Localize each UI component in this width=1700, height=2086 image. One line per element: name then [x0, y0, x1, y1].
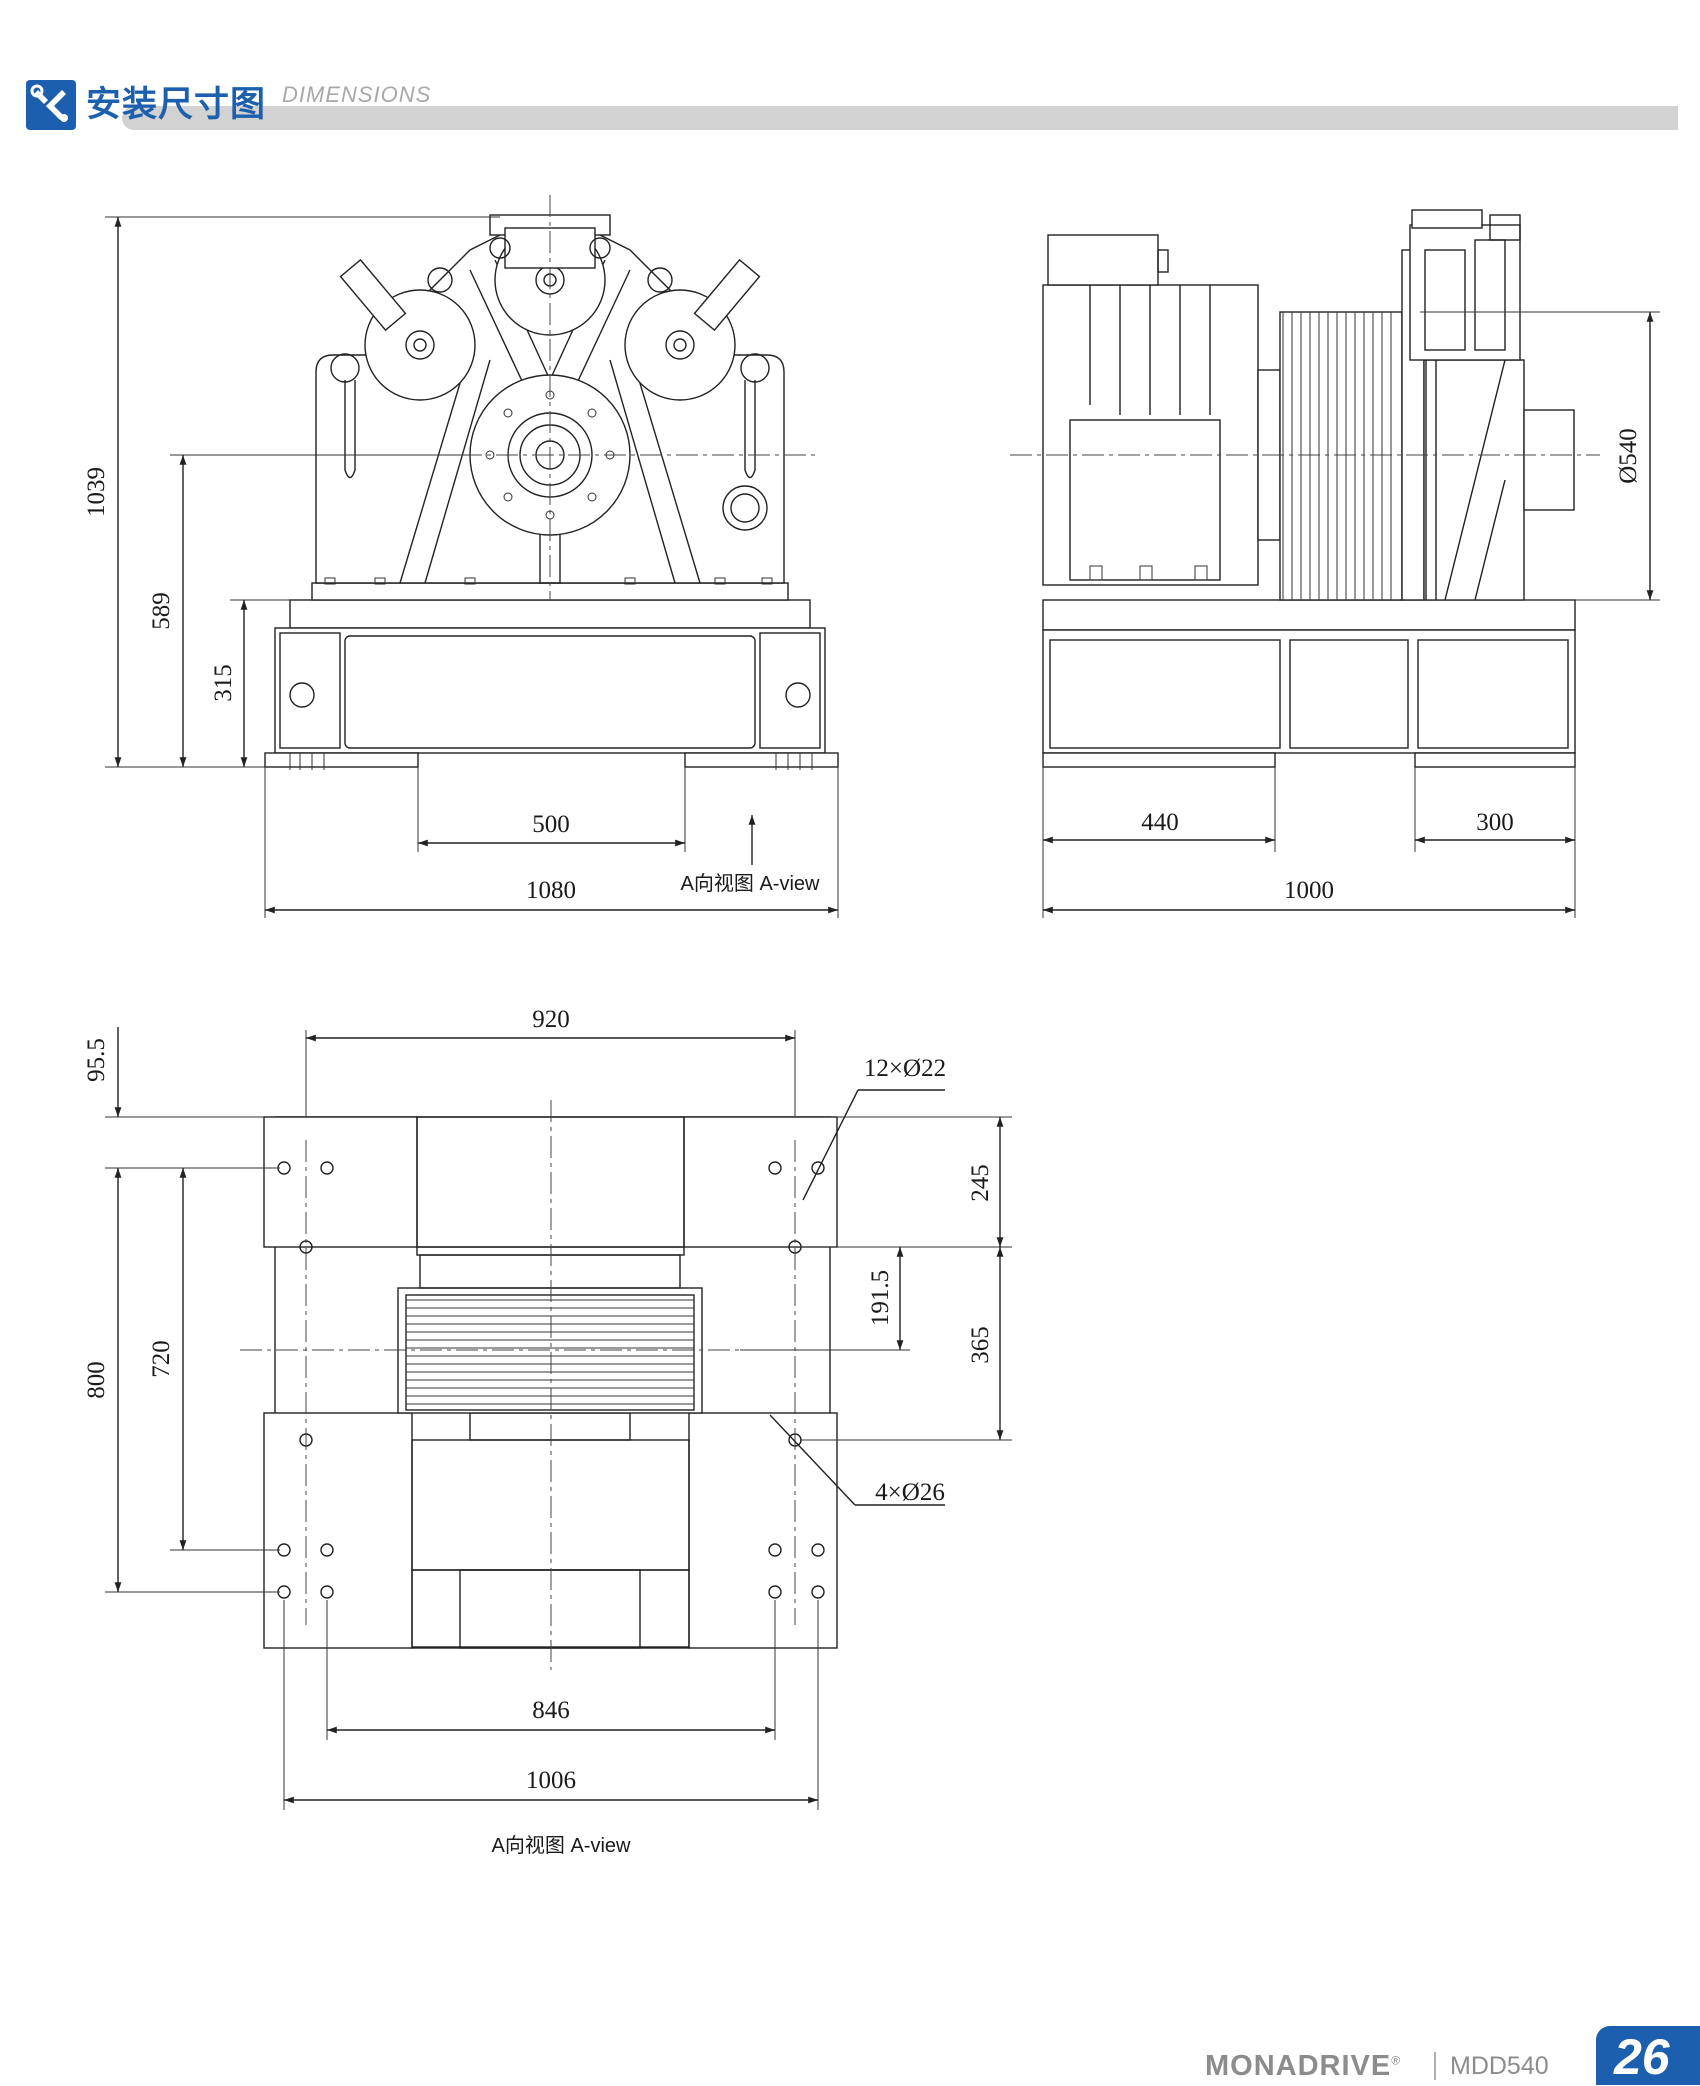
dim-plan-mid: 191.5: [867, 1270, 894, 1326]
dim-front-height-total: 1039: [83, 467, 110, 517]
page-number-badge: 26: [1596, 2026, 1700, 2085]
footer-divider: [1434, 2052, 1436, 2080]
dim-sheave-diameter: Ø540: [1615, 428, 1642, 484]
dim-side-total: 1000: [1284, 877, 1334, 904]
side-view: Ø540 440 300 1000: [1010, 209, 1660, 918]
model-name: MDD540: [1450, 2052, 1549, 2080]
dim-front-width-total: 1080: [526, 877, 576, 904]
page-title: 安装尺寸图: [86, 85, 267, 125]
registered-mark: ®: [1391, 2053, 1402, 2068]
dim-plan-right-upper: 245: [967, 1164, 994, 1202]
dim-plan-right-lower: 365: [967, 1326, 994, 1364]
dim-front-height-axis: 589: [148, 592, 175, 630]
dim-plan-bottom-inner: 846: [532, 1697, 570, 1724]
dim-plan-holes-b: 4×Ø26: [875, 1479, 945, 1506]
plan-view: 920 95.5 12×Ø22 245 191.5 365 4×Ø26 800 …: [83, 1006, 1012, 1857]
dim-side-left: 440: [1141, 809, 1179, 836]
dim-plan-bottom-total: 1006: [526, 1767, 576, 1794]
plan-view-caption: A向视图 A-view: [492, 1834, 631, 1857]
brand-name: MONADRIVE: [1205, 2050, 1392, 2082]
tools-icon: [26, 80, 76, 130]
front-view-caption: A向视图 A-view: [681, 872, 820, 895]
dim-plan-height-inner: 720: [148, 1340, 175, 1378]
page-subtitle: DIMENSIONS: [282, 82, 432, 107]
front-view: 1039 589 315 500 1080 A向视图 A-view: [83, 195, 839, 918]
header-bar: [122, 106, 1678, 130]
dim-plan-holes-a: 12×Ø22: [864, 1055, 946, 1082]
dim-plan-top-offset: 95.5: [83, 1038, 110, 1082]
dim-front-width-mid: 500: [532, 811, 570, 838]
dim-side-right: 300: [1476, 809, 1514, 836]
dim-plan-height-total: 800: [83, 1361, 110, 1399]
page-header: 安装尺寸图 DIMENSIONS: [0, 0, 1700, 140]
dim-plan-top-width: 920: [532, 1006, 570, 1033]
dim-front-height-base: 315: [210, 664, 237, 702]
brand-logo: MONADRIVE®: [1205, 2050, 1401, 2083]
page-number: 26: [1614, 2029, 1670, 2085]
